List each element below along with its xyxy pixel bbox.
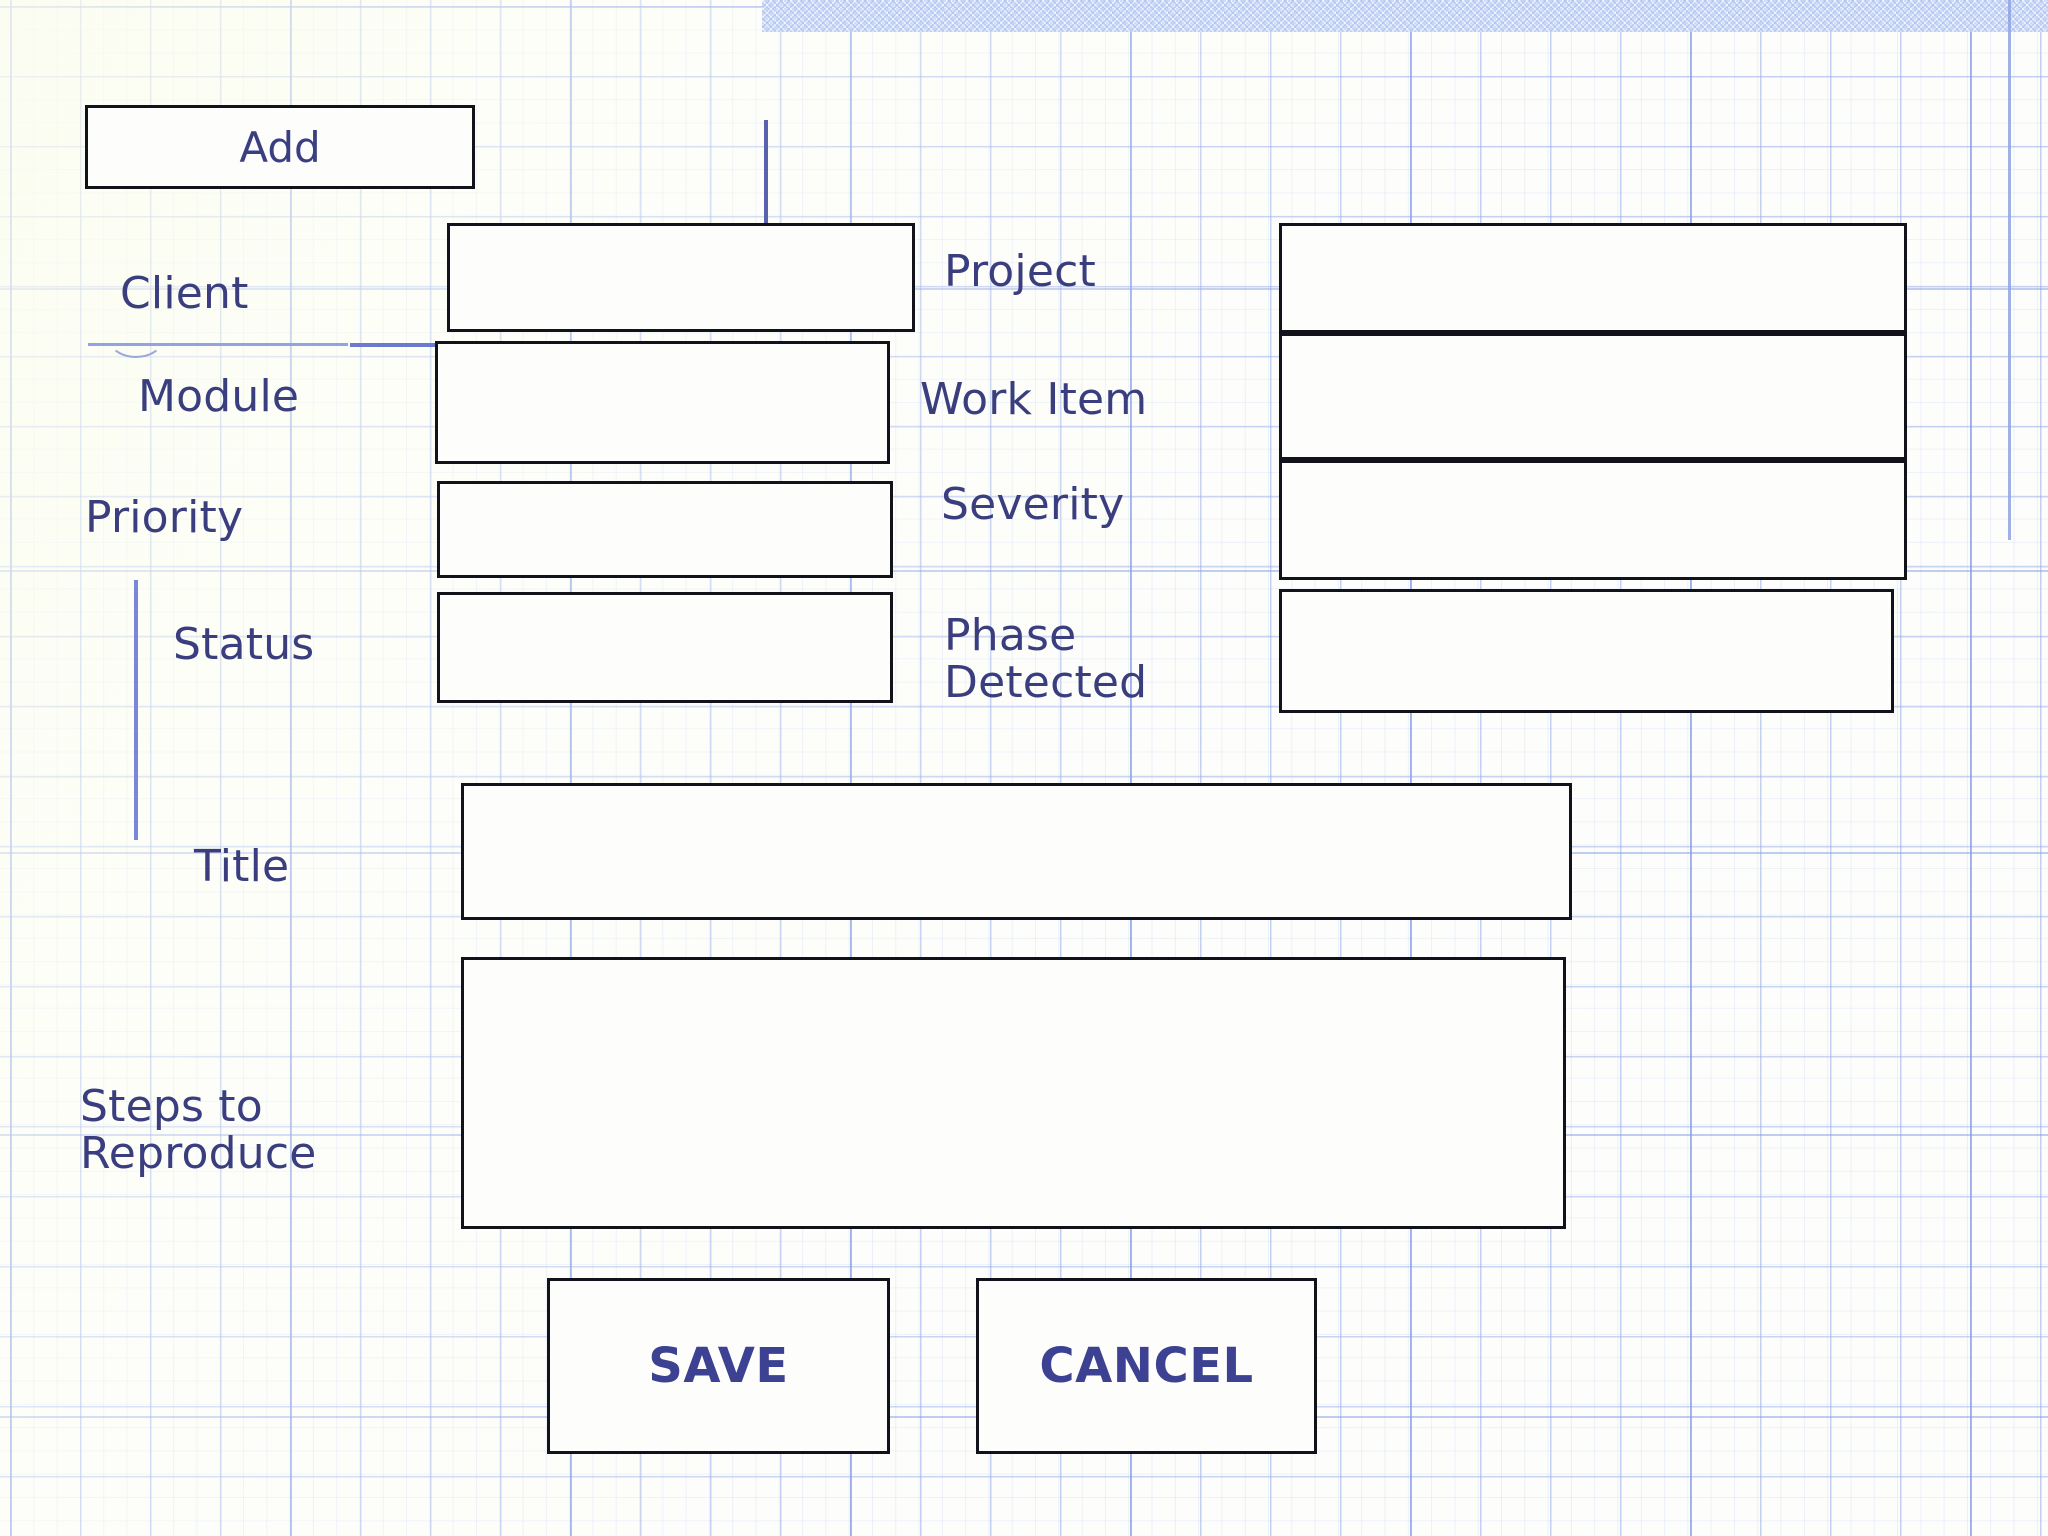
- input-client[interactable]: [447, 223, 915, 332]
- input-priority[interactable]: [437, 481, 893, 578]
- cancel-button-label: CANCEL: [1039, 1338, 1254, 1394]
- cancel-button[interactable]: CANCEL: [976, 1278, 1317, 1454]
- input-severity[interactable]: [1279, 460, 1907, 580]
- construction-stroke-left: [134, 580, 138, 840]
- label-severity: Severity: [941, 479, 1125, 530]
- add-button-label: Add: [239, 122, 321, 172]
- label-project: Project: [944, 246, 1096, 297]
- label-priority: Priority: [85, 492, 244, 543]
- add-button[interactable]: Add: [85, 105, 475, 189]
- label-work-item: Work Item: [920, 374, 1148, 425]
- save-button[interactable]: SAVE: [547, 1278, 890, 1454]
- input-status[interactable]: [437, 592, 893, 703]
- label-title: Title: [194, 841, 290, 892]
- label-steps-to-reproduce: Steps to Reproduce: [80, 1081, 317, 1180]
- construction-stroke-client-underline-2: [350, 343, 460, 347]
- construction-stroke-top: [764, 120, 768, 225]
- input-phase-detected[interactable]: [1279, 589, 1894, 713]
- top-dither-band-overlay: [762, 0, 2048, 32]
- save-button-label: SAVE: [648, 1338, 789, 1394]
- label-module: Module: [138, 371, 300, 422]
- input-work-item[interactable]: [1279, 333, 1907, 460]
- label-phase-detected: Phase Detected: [944, 610, 1148, 709]
- right-margin-rule: [2008, 0, 2011, 540]
- input-title[interactable]: [461, 783, 1572, 920]
- input-steps-to-reproduce[interactable]: [461, 957, 1566, 1229]
- label-client: Client: [120, 268, 249, 319]
- input-project[interactable]: [1279, 223, 1907, 333]
- eraser-arc-mark: [108, 318, 164, 358]
- construction-stroke-client-underline: [88, 343, 348, 346]
- input-module[interactable]: [435, 341, 890, 464]
- label-status: Status: [173, 619, 315, 670]
